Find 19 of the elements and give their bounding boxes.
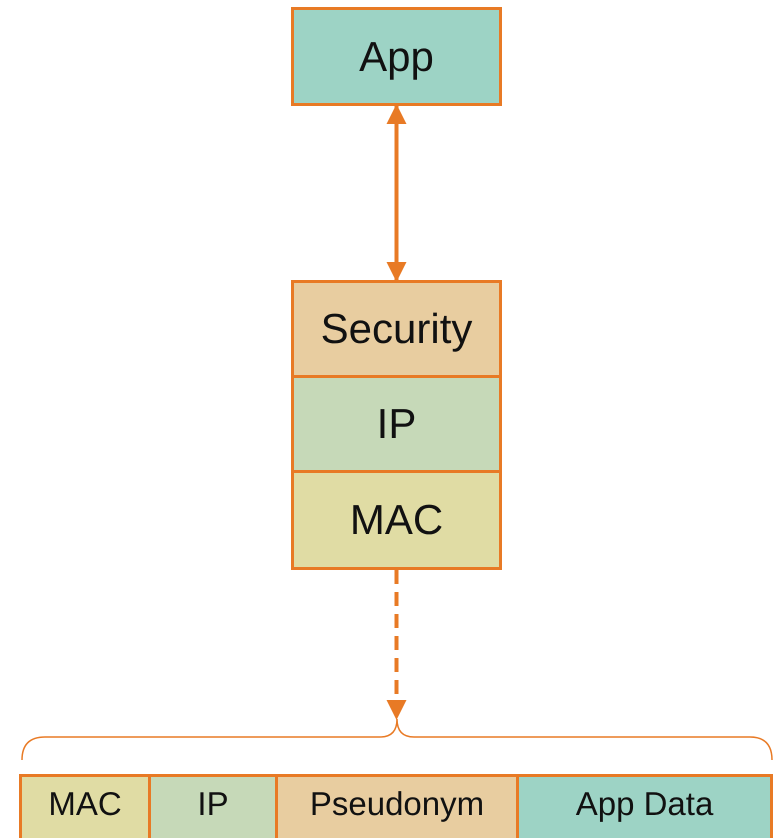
layer-box bbox=[516, 774, 773, 838]
layer-label: IP bbox=[197, 785, 229, 823]
layer-box bbox=[148, 774, 278, 838]
layer-box bbox=[291, 375, 502, 473]
layer-box bbox=[19, 774, 151, 838]
layer-label: Security bbox=[320, 305, 472, 353]
layer-box bbox=[275, 774, 519, 838]
layer-label: App bbox=[359, 32, 434, 80]
layer-label: MAC bbox=[350, 496, 444, 544]
layer-box bbox=[291, 7, 502, 106]
layer-label: MAC bbox=[48, 785, 122, 823]
arrow bbox=[386, 570, 406, 720]
arrow bbox=[386, 104, 406, 282]
curly-bracket bbox=[21, 718, 773, 761]
layer-box bbox=[291, 470, 502, 570]
layer-label: App Data bbox=[576, 785, 714, 823]
layer-box bbox=[291, 280, 502, 378]
layer-label: IP bbox=[376, 400, 416, 448]
layer-label: Pseudonym bbox=[310, 785, 484, 823]
